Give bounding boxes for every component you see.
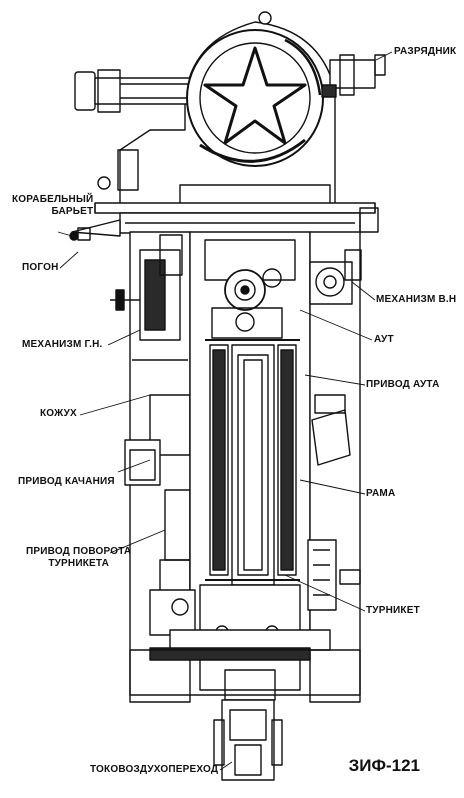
label-mekhanizm-gn: МЕХАНИЗМ Г.Н. [22,339,103,350]
label-turniket: ТУРНИКЕТ [366,605,420,616]
label-korabelny-barbet: КОРАБЕЛЬНЫЙ БАРЬЕТ [12,194,94,217]
label-mekhanizm-vn: МЕХАНИЗМ В.Н [376,294,457,305]
turret-head [74,11,386,206]
figure-caption: ЗИФ-121 [348,756,420,775]
label-kozhukh: КОЖУХ [40,408,77,419]
label-privod-povorota: ПРИВОД ПОВОРОТА ТУРНИКЕТА [26,546,132,569]
lower-base [129,589,361,701]
current-air-transfer [213,699,283,781]
label-pogon: ПОГОН [22,262,59,273]
label-tokovozdukhoperekhod: ТОКОВОЗДУХОПЕРЕХОД [90,764,219,775]
label-privod-kachaniya: ПРИВОД КАЧАНИЯ [18,476,115,487]
housing-right [307,231,362,703]
label-aut: АУТ [374,334,394,345]
label-razryadnik: РАЗРЯДНИК [394,46,457,57]
central-frame [189,231,311,653]
label-rama: РАМА [366,488,396,499]
barbette-ring [69,202,379,241]
leader-lines [57,51,393,771]
label-privod-auta: ПРИВОД АУТА [366,379,440,390]
